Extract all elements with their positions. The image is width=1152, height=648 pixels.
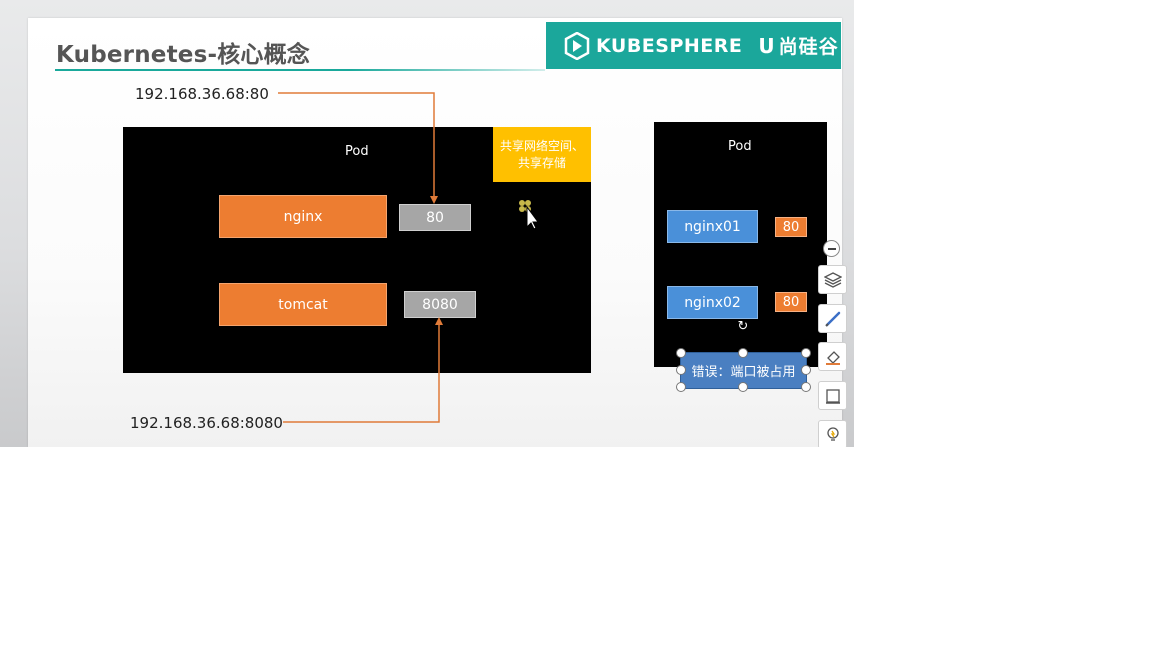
- resize-handle-br[interactable]: [801, 382, 811, 392]
- resize-handle-mr[interactable]: [801, 365, 811, 375]
- container-nginx02: nginx02: [667, 286, 758, 319]
- lightbulb-icon: [826, 426, 839, 441]
- resize-handle-tc[interactable]: [738, 348, 748, 358]
- pen-icon: [824, 311, 840, 327]
- main-pod-title: Pod: [345, 144, 369, 159]
- frame-button[interactable]: [818, 381, 847, 410]
- resize-handle-tl[interactable]: [676, 348, 686, 358]
- side-pod: [654, 122, 827, 367]
- arrow-bottom-head: [435, 317, 443, 325]
- note-line-2: 共享存储: [517, 155, 566, 170]
- mouse-cursor-icon: [519, 200, 539, 230]
- eraser-button[interactable]: [818, 342, 847, 371]
- resize-handle-ml[interactable]: [676, 365, 686, 375]
- pen-button[interactable]: [818, 304, 847, 333]
- port-80-nginx01: 80: [775, 217, 807, 237]
- connector-arrows: [278, 92, 443, 423]
- port-80-nginx02: 80: [775, 292, 807, 312]
- minus-icon[interactable]: [823, 240, 840, 257]
- rotate-handle-icon[interactable]: ↻: [737, 319, 749, 334]
- frame-icon: [825, 388, 840, 404]
- slide-title: Kubernetes-核心概念: [56, 42, 311, 68]
- partner-name: 尚硅谷: [778, 36, 839, 58]
- arrow-bottom-line: [283, 319, 440, 423]
- title-underline: [55, 69, 545, 71]
- container-nginx01: nginx01: [667, 210, 758, 243]
- ip-label-bottom: 192.168.36.68:8080: [130, 414, 283, 432]
- eraser-icon: [825, 350, 840, 365]
- resize-handle-tr[interactable]: [801, 348, 811, 358]
- kubesphere-logo-icon: [564, 31, 590, 60]
- side-pod-title: Pod: [728, 139, 752, 154]
- brand-name: KUBESPHERE: [596, 34, 743, 57]
- port-8080: 8080: [404, 291, 476, 318]
- container-nginx: nginx: [219, 195, 387, 238]
- brand-banner: KUBESPHERE U 尚硅谷: [546, 22, 841, 69]
- note-line-1: 共享网络空间、: [499, 138, 584, 153]
- arrow-top-line: [278, 92, 435, 202]
- arrow-top-head: [430, 196, 438, 204]
- port-80: 80: [399, 204, 471, 231]
- resize-handle-bc[interactable]: [738, 382, 748, 392]
- partner-logo-icon: U: [758, 33, 775, 58]
- container-tomcat: tomcat: [219, 283, 387, 326]
- shared-resources-note: 共享网络空间、 共享存储: [493, 127, 591, 182]
- layers-icon: [823, 271, 842, 288]
- ip-label-top: 192.168.36.68:80: [135, 85, 269, 103]
- layers-button[interactable]: [818, 265, 847, 294]
- resize-handle-bl[interactable]: [676, 382, 686, 392]
- lightbulb-button[interactable]: [818, 420, 847, 447]
- presentation-frame: Kubernetes-核心概念 KUBESPHERE U 尚硅谷 192.168…: [0, 0, 854, 447]
